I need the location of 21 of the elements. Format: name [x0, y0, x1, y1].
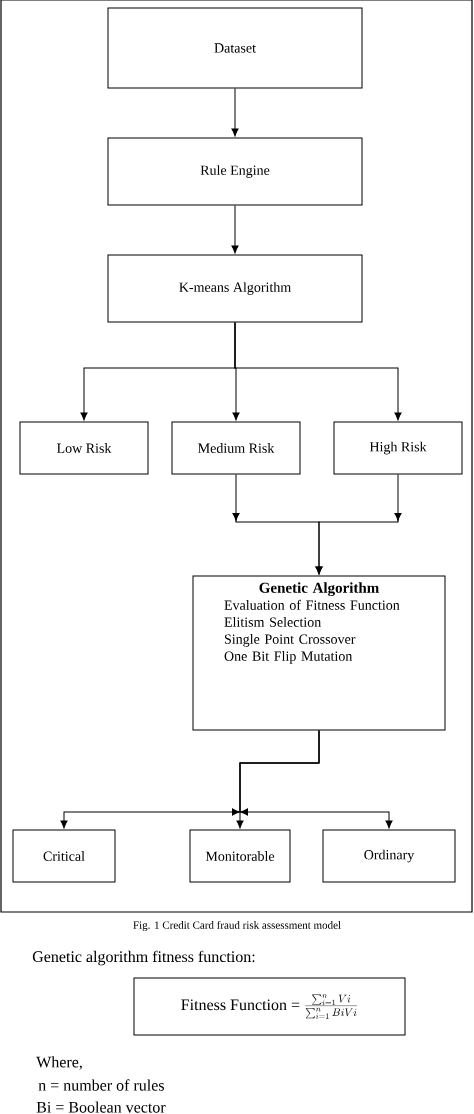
process-box: K-means Algorithm	[107, 254, 363, 323]
formula-box: Fitness Function = $\frac{\sum_{i=1}^{n}Vi}{\sum_{i=1}^{n}BiVi}$	[133, 977, 406, 1036]
category-box: High Risk	[333, 421, 463, 475]
category-box: Low Risk	[19, 421, 149, 475]
process-box: Dataset	[107, 7, 363, 89]
arrow	[232, 730, 393, 829]
category-box: Critical	[12, 829, 116, 883]
heading: Genetic algorithm fitness function:	[32, 950, 255, 966]
arrow	[315, 474, 402, 575]
definition: n = number of rules	[38, 1079, 164, 1091]
process-box: Genetic Algorithm Evaluation of Fitness Function Elitism Selection Single Point Crossover One Bit Flip Mutation	[192, 575, 446, 731]
definition: Bi = Boolean vector	[36, 1101, 166, 1113]
category-box: Ordinary	[322, 829, 456, 883]
caption: Fig. 1 Credit Card fraud risk assessment model	[133, 920, 341, 932]
arrow	[234, 322, 402, 421]
process-box: Rule Engine	[107, 137, 363, 206]
category-box: Monitorable	[189, 829, 291, 883]
category-box: Medium Risk	[171, 421, 301, 475]
note: Where,	[36, 1056, 82, 1070]
arrow	[231, 205, 239, 254]
arrow	[231, 88, 239, 137]
